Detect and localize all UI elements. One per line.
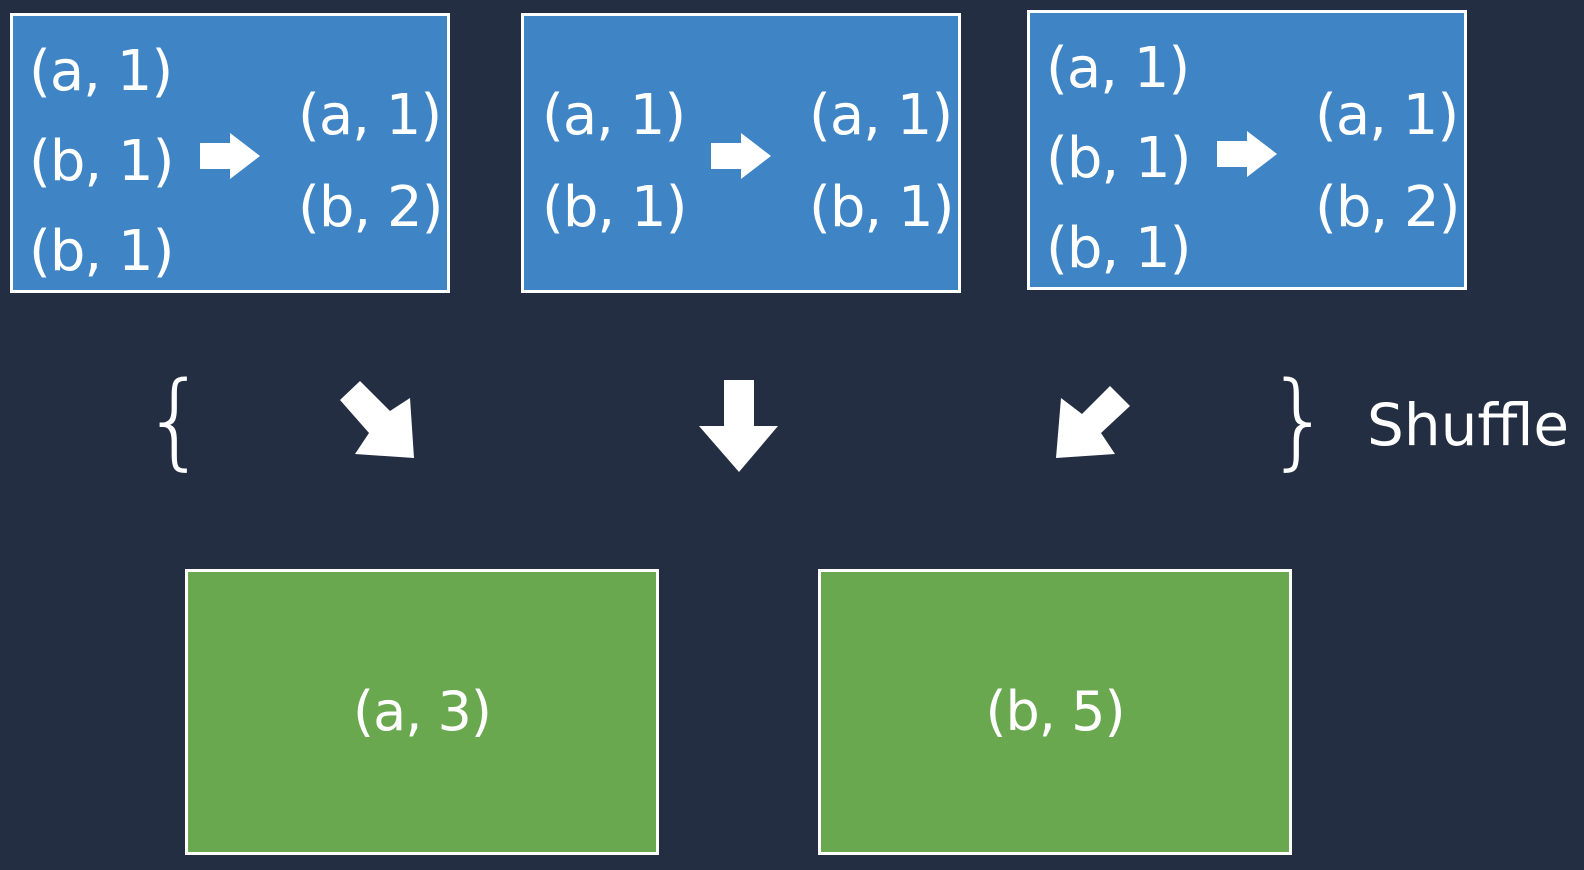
map-2-output-2: (b, 1)	[809, 175, 954, 240]
shuffle-close-brace: }	[1266, 359, 1333, 481]
map-1-input-3: (b, 1)	[29, 219, 174, 284]
reduce-box-a: (a, 3)	[185, 569, 659, 855]
reduce-output-a: (a, 3)	[353, 680, 492, 743]
map-3-combine-arrow-icon	[1217, 131, 1277, 177]
map-2-output-1: (a, 1)	[809, 83, 953, 148]
map-1-output-1: (a, 1)	[298, 83, 442, 148]
map-3-input-1: (a, 1)	[1046, 36, 1190, 101]
map-1-input-1: (a, 1)	[29, 39, 173, 104]
map-box-1: (a, 1) (b, 1) (b, 1) (a, 1) (b, 2)	[10, 13, 450, 293]
reduce-box-b: (b, 5)	[818, 569, 1292, 855]
shuffle-arrow-down-icon	[699, 380, 778, 472]
map-box-2: (a, 1) (b, 1) (a, 1) (b, 1)	[521, 13, 961, 293]
shuffle-arrow-down-left-icon	[1056, 386, 1130, 458]
map-2-input-1: (a, 1)	[542, 83, 686, 148]
reduce-output-b: (b, 5)	[985, 680, 1125, 743]
shuffle-open-brace: {	[142, 359, 209, 481]
map-3-input-2: (b, 1)	[1046, 126, 1191, 191]
map-3-output-2: (b, 2)	[1315, 175, 1460, 240]
map-3-output-1: (a, 1)	[1315, 83, 1459, 148]
map-1-input-2: (b, 1)	[29, 129, 174, 194]
map-3-input-3: (b, 1)	[1046, 216, 1191, 281]
map-1-output-2: (b, 2)	[298, 175, 443, 240]
map-2-combine-arrow-icon	[711, 133, 771, 179]
map-1-combine-arrow-icon	[200, 133, 260, 179]
map-2-input-2: (b, 1)	[542, 175, 687, 240]
shuffle-arrow-down-right-icon	[340, 381, 414, 458]
shuffle-label: Shuffle	[1367, 391, 1570, 459]
